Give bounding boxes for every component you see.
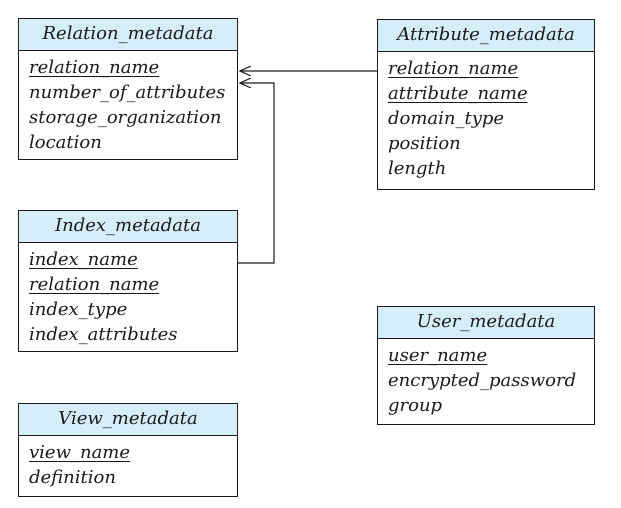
table-title: Relation_metadata [19, 19, 237, 51]
attribute: location [29, 132, 102, 153]
primary-key-attribute: attribute_name [388, 83, 528, 104]
view-metadata-table: View_metadata view_name definition [18, 403, 238, 497]
table-title: User_metadata [378, 307, 594, 339]
primary-key-attribute: user_name [388, 345, 488, 366]
primary-key-attribute: relation_name [29, 57, 160, 78]
user-metadata-table: User_metadata user_name encrypted_passwo… [377, 306, 595, 425]
primary-key-attribute: view_name [29, 442, 131, 463]
attribute: number_of_attributes [29, 82, 226, 103]
attribute: group [388, 395, 443, 416]
attribute-metadata-table: Attribute_metadata relation_name attribu… [377, 19, 595, 190]
attribute: definition [29, 467, 116, 488]
relation-metadata-table: Relation_metadata relation_name number_o… [18, 18, 238, 160]
primary-key-attribute: relation_name [29, 274, 160, 295]
index-to-relation-arrow [238, 83, 275, 264]
index-metadata-table: Index_metadata index_name relation_name … [18, 210, 238, 352]
table-title: Index_metadata [19, 211, 237, 243]
attribute: encrypted_password [388, 370, 577, 391]
table-title: View_metadata [19, 404, 237, 436]
table-title: Attribute_metadata [378, 20, 594, 52]
primary-key-attribute: relation_name [388, 58, 519, 79]
attribute: index_attributes [29, 324, 178, 345]
attribute: index_type [29, 299, 128, 320]
attribute: position [388, 133, 461, 154]
attribute: domain_type [388, 108, 505, 129]
attribute: length [388, 158, 447, 179]
attribute: storage_organization [29, 107, 222, 128]
primary-key-attribute: index_name [29, 249, 138, 270]
